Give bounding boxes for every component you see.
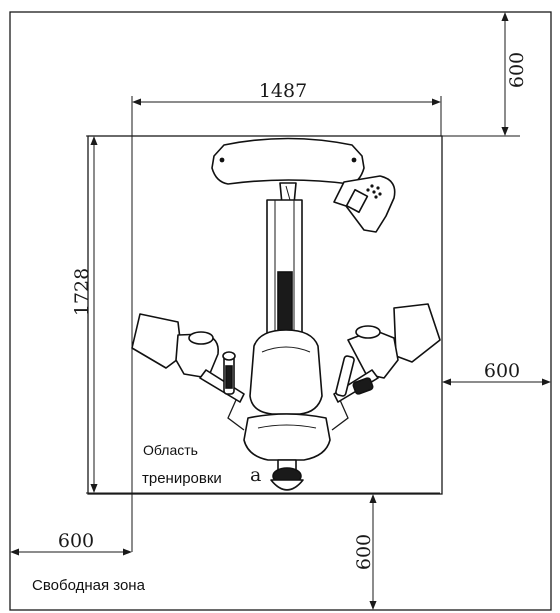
selector-dots <box>366 184 382 199</box>
training-area-marker: a <box>250 464 261 486</box>
training-area-label-line2: тренировки <box>142 470 222 487</box>
bottom-clearance-label: 600 <box>353 534 375 570</box>
left-handle-pad-outer <box>131 313 183 369</box>
depth-dimension: 1728 <box>71 135 440 494</box>
foot-stand <box>270 479 304 491</box>
top-clearance-label: 600 <box>506 52 528 88</box>
seat <box>243 413 331 461</box>
left-clearance-label: 600 <box>58 530 94 552</box>
depth-dimension-label: 1728 <box>71 268 93 316</box>
selector-panel <box>333 175 396 233</box>
right-cylinder <box>335 355 355 397</box>
right-clearance-label: 600 <box>484 360 520 382</box>
pad-bolt-right <box>351 157 357 163</box>
weight-stack <box>277 271 293 339</box>
frame-struts <box>227 399 349 431</box>
right-handle-pad-outer <box>393 303 441 363</box>
selector-pin <box>345 188 369 214</box>
training-area-label-line1: Область <box>143 442 198 458</box>
free-zone-label: Свободная зона <box>32 577 146 594</box>
pad-bolt-left <box>219 157 225 163</box>
left-arm-link <box>199 369 245 403</box>
machine-top-view <box>131 137 441 491</box>
bottom-clearance-dimension: 600 <box>353 494 377 610</box>
seat-back <box>249 329 323 415</box>
left-clearance-dimension: 600 <box>10 530 132 556</box>
right-clearance-dimension: 600 <box>442 360 551 386</box>
top-clearance-dimension: 600 <box>442 12 528 137</box>
width-dimension: 1487 <box>131 80 442 552</box>
free-zone-boundary <box>9 11 552 611</box>
width-dimension-label: 1487 <box>259 80 307 102</box>
rear-pad <box>211 137 365 185</box>
right-knob <box>352 377 374 395</box>
